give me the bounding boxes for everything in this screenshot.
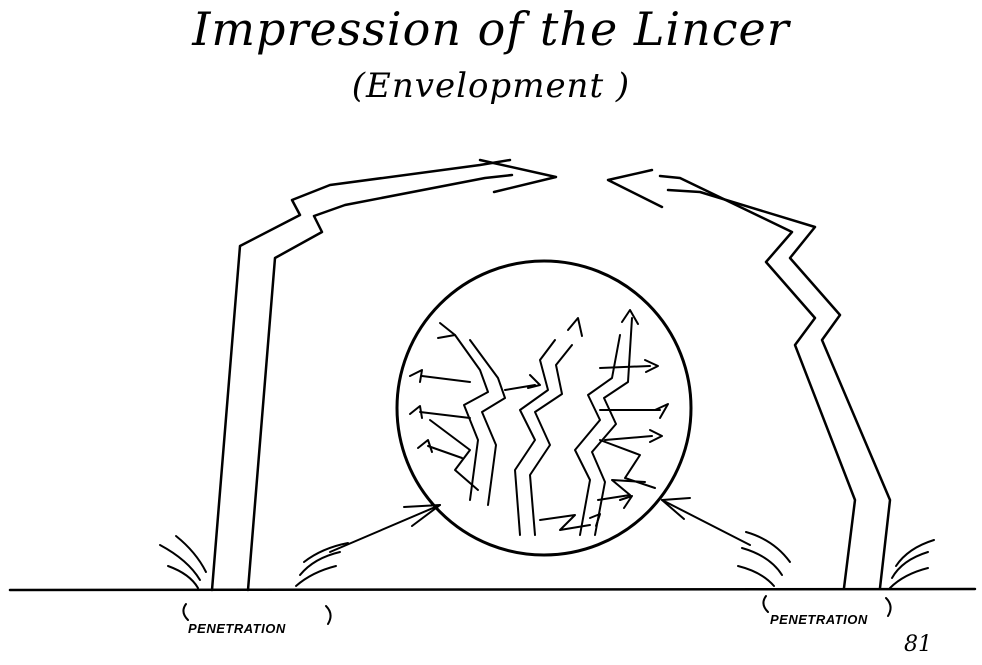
left-zigzag-arrow (212, 160, 556, 590)
right-arrowhead (608, 170, 662, 207)
ground-line (10, 589, 975, 590)
page-number: 81 (904, 632, 932, 657)
diagram-subtitle: (Envelopment ) (0, 66, 982, 106)
globe-circle (397, 261, 691, 555)
right-penetration-marks (738, 532, 934, 588)
penetration-label-right: PENETRATION (770, 612, 868, 627)
external-arrows (330, 498, 750, 552)
left-arrowhead (480, 160, 556, 192)
right-zigzag-arrow (608, 170, 890, 588)
left-penetration-marks (160, 536, 348, 588)
diagram-title: Impression of the Lincer (0, 2, 982, 56)
penetration-label-left: PENETRATION (188, 621, 286, 636)
arrow-right-to-globe (662, 500, 750, 545)
globe-inner-lightning (410, 310, 668, 535)
arrow-left-to-globe (330, 505, 440, 552)
